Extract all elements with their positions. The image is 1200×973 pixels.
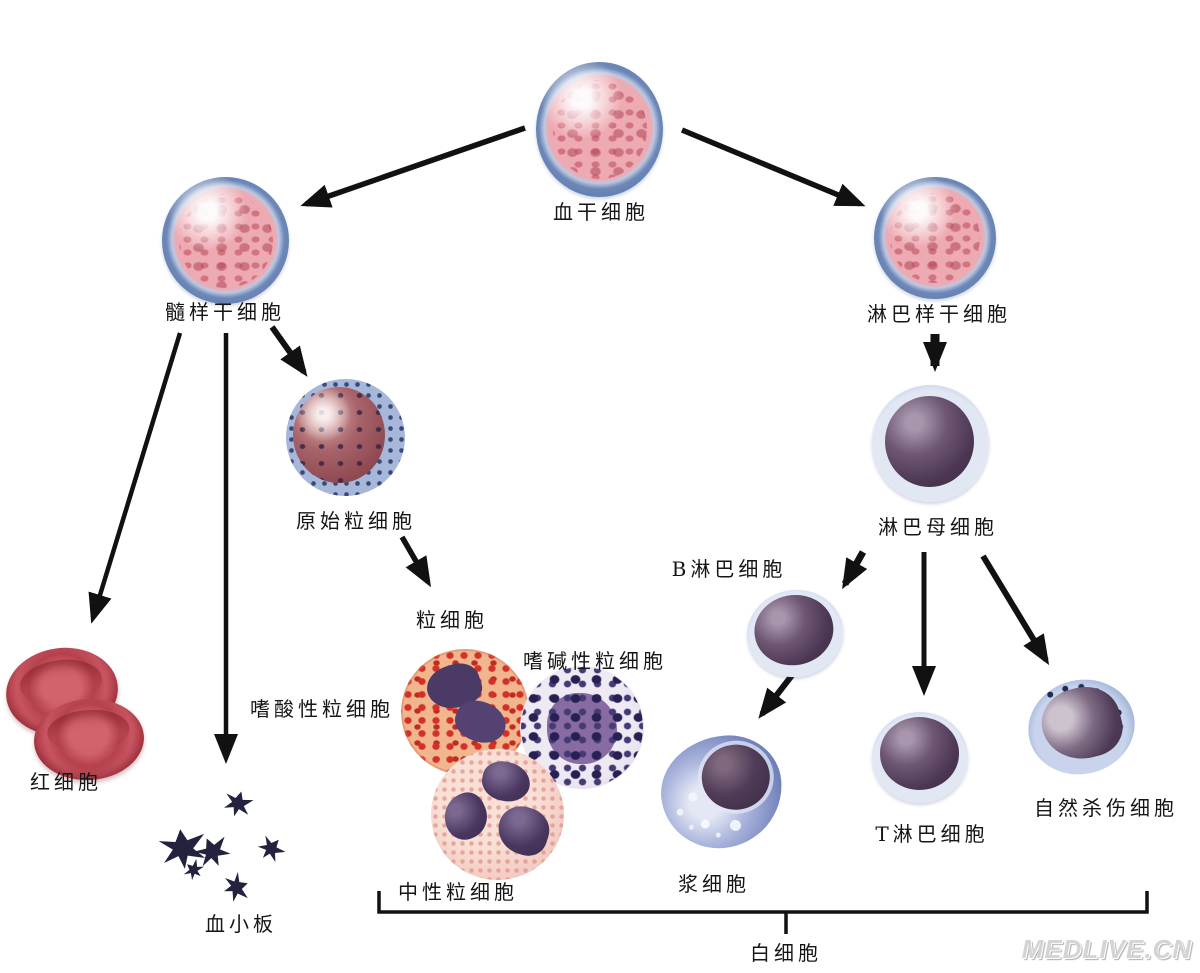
neutrophil-nucleus-lobe — [491, 799, 555, 861]
b-lymphocyte-nucleus — [748, 588, 840, 672]
label-neutrophil: 中性粒细胞 — [398, 880, 518, 904]
label-rbc: 红细胞 — [30, 770, 102, 794]
arrow-bcell-to-plasma — [758, 672, 796, 719]
basophil-illustration — [520, 666, 644, 789]
arrow-lymphoblast-to-nk — [980, 554, 1050, 666]
label-eosinophil: 嗜酸性粒细胞 — [250, 697, 394, 721]
blood-stem-cell-illustration — [536, 62, 663, 197]
platelet-fragment — [221, 788, 255, 820]
platelet-fragment — [219, 870, 252, 905]
label-platelet: 血小板 — [205, 912, 277, 936]
label-stem-cell: 血干细胞 — [553, 200, 649, 224]
label-wbc-group: 白细胞 — [750, 941, 822, 965]
medlive-watermark: MEDLIVE.CN — [1021, 934, 1192, 964]
arrow-myeloid-to-myeloblast — [269, 325, 308, 377]
label-basophil: 嗜碱性粒细胞 — [523, 649, 667, 673]
label-plasma-cell: 浆细胞 — [678, 872, 750, 896]
neutrophil-nucleus-lobe — [437, 786, 495, 845]
nk-cell-granule-dots — [1046, 690, 1054, 698]
arrow-lymphoblast-to-bcell — [841, 550, 868, 590]
plasma-cell-vacuoles — [687, 791, 698, 802]
lymphoblast-nucleus — [884, 395, 974, 487]
label-nk-cell: 自然杀伤细胞 — [1034, 796, 1178, 820]
t-lymphocyte-illustration — [872, 712, 968, 803]
arrow-stem-to-lymphoid — [680, 127, 866, 207]
platelet-fragment — [157, 826, 208, 872]
neutrophil-illustration — [431, 749, 564, 880]
platelet-fragment — [253, 831, 288, 866]
label-t-lymphocyte: T淋巴细胞 — [875, 822, 989, 846]
label-myeloblast: 原始粒细胞 — [296, 509, 416, 533]
label-b-lymphocyte: B淋巴细胞 — [671, 557, 787, 581]
lymphoid-stem-cell-illustration — [874, 177, 996, 299]
neutrophil-nucleus-lobe — [478, 758, 533, 806]
label-lymphoblast: 淋巴母细胞 — [878, 515, 998, 539]
arrow-myeloid-to-rbc — [88, 332, 183, 624]
basophil-nucleus — [547, 693, 617, 765]
arrow-myeloblast-to-granulocyte — [399, 535, 432, 588]
platelet-cluster — [152, 785, 312, 907]
myeloblast-illustration — [286, 379, 405, 496]
t-lymphocyte-nucleus — [879, 717, 960, 791]
label-myeloid-stem: 髓样干细胞 — [165, 300, 285, 324]
myeloid-stem-cell-illustration — [162, 177, 289, 304]
plasma-cell-nucleus — [699, 741, 773, 813]
arrow-stem-to-myeloid — [300, 125, 526, 208]
label-granulocyte: 粒细胞 — [416, 608, 488, 632]
lymphoblast-illustration — [872, 385, 989, 502]
label-lymphoid-stem: 淋巴样干细胞 — [867, 302, 1011, 326]
wbc-bracket — [377, 891, 1149, 914]
